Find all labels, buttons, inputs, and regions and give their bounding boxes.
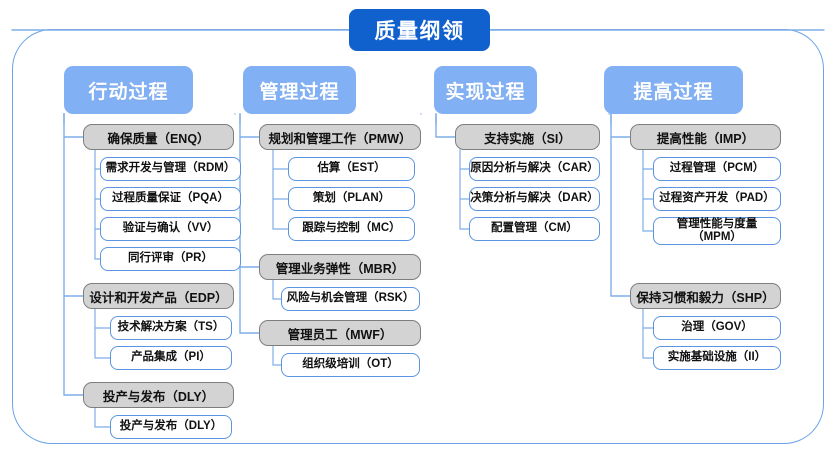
group-label: 保持习惯和毅力（SHP） xyxy=(636,290,775,305)
leaf-box[interactable]: 同行评审（PR） xyxy=(100,247,241,271)
column-header-3[interactable]: 提高过程 xyxy=(604,66,743,114)
group-label: 规划和管理工作（PMW） xyxy=(268,131,412,146)
group-box[interactable]: 管理业务弹性（MBR） xyxy=(259,254,421,280)
leaf-label: 跟踪与控制（MC） xyxy=(302,222,401,235)
leaf-label: 配置管理（CM） xyxy=(491,222,578,235)
leaf-box[interactable]: 策划（PLAN） xyxy=(288,187,415,211)
column-header-0[interactable]: 行动过程 xyxy=(64,66,193,114)
group-box[interactable]: 支持实施（SI） xyxy=(455,124,600,150)
leaf-box[interactable]: 产品集成（PI） xyxy=(110,346,232,370)
group-label: 提高性能（IMP） xyxy=(656,131,755,146)
leaf-label: 策划（PLAN） xyxy=(312,192,391,205)
leaf-label: 需求开发与管理（RDM） xyxy=(105,162,236,175)
leaf-label: 风险与机会管理（RSK） xyxy=(286,292,415,305)
leaf-label: 同行评审（PR） xyxy=(128,252,213,265)
leaf-label: 实施基础设施（II） xyxy=(667,351,767,364)
leaf-box[interactable]: 过程管理（PCM） xyxy=(653,157,781,181)
column-header-label: 管理过程 xyxy=(259,81,340,103)
group-label: 确保质量（ENQ） xyxy=(107,131,210,146)
leaf-box[interactable]: 验证与确认（VV） xyxy=(100,217,241,241)
leaf-label: 决策分析与解决（DAR） xyxy=(470,192,599,205)
leaf-label: 投产与发布（DLY） xyxy=(119,420,223,433)
leaf-box[interactable]: 配置管理（CM） xyxy=(469,217,600,241)
leaf-box[interactable]: 跟踪与控制（MC） xyxy=(288,217,415,241)
group-box[interactable]: 设计和开发产品（EDP） xyxy=(83,283,234,309)
group-box[interactable]: 提高性能（IMP） xyxy=(630,124,781,150)
leaf-label: 验证与确认（VV） xyxy=(122,222,219,235)
leaf-label: 组织级培训（OT） xyxy=(302,358,399,371)
group-box[interactable]: 投产与发布（DLY） xyxy=(83,382,234,408)
column-header-label: 提高过程 xyxy=(633,81,714,103)
leaf-label: 产品集成（PI） xyxy=(131,351,211,364)
column-header-label: 行动过程 xyxy=(88,81,169,103)
group-label: 支持实施（SI） xyxy=(484,131,571,146)
leaf-label: 治理（GOV） xyxy=(681,321,753,334)
group-label: 设计和开发产品（EDP） xyxy=(89,290,228,305)
leaf-box[interactable]: 实施基础设施（II） xyxy=(653,346,781,370)
leaf-box[interactable]: 技术解决方案（TS） xyxy=(110,316,232,340)
leaf-box[interactable]: 管理性能与度量 （MPM） xyxy=(653,217,781,245)
root-title-label: 质量纲领 xyxy=(374,20,465,43)
group-box[interactable]: 管理员工（MWF） xyxy=(259,320,421,346)
column-header-label: 实现过程 xyxy=(445,81,526,103)
leaf-label: 过程质量保证（PQA） xyxy=(112,192,229,205)
leaf-label: 估算（EST） xyxy=(317,162,386,175)
leaf-box[interactable]: 需求开发与管理（RDM） xyxy=(100,157,241,181)
leaf-box[interactable]: 原因分析与解决（CAR） xyxy=(469,157,600,181)
leaf-box[interactable]: 风险与机会管理（RSK） xyxy=(281,287,420,311)
leaf-label: 管理性能与度量 （MPM） xyxy=(676,217,758,243)
leaf-label: 过程管理（PCM） xyxy=(669,162,765,175)
leaf-box[interactable]: 治理（GOV） xyxy=(653,316,781,340)
column-header-2[interactable]: 实现过程 xyxy=(434,66,537,114)
column-header-1[interactable]: 管理过程 xyxy=(243,66,356,114)
leaf-box[interactable]: 决策分析与解决（DAR） xyxy=(469,187,600,211)
leaf-label: 过程资产开发（PAD） xyxy=(659,192,775,205)
group-label: 管理业务弹性（MBR） xyxy=(275,261,405,276)
leaf-label: 技术解决方案（TS） xyxy=(117,321,225,334)
leaf-box[interactable]: 组织级培训（OT） xyxy=(281,353,420,377)
leaf-box[interactable]: 过程资产开发（PAD） xyxy=(653,187,781,211)
group-box[interactable]: 规划和管理工作（PMW） xyxy=(259,124,421,150)
group-box[interactable]: 确保质量（ENQ） xyxy=(83,124,234,150)
group-box[interactable]: 保持习惯和毅力（SHP） xyxy=(630,283,781,309)
leaf-box[interactable]: 过程质量保证（PQA） xyxy=(100,187,241,211)
leaf-box[interactable]: 投产与发布（DLY） xyxy=(110,415,232,439)
group-label: 投产与发布（DLY） xyxy=(102,389,215,404)
group-label: 管理员工（MWF） xyxy=(287,327,393,342)
root-title-box: 质量纲领 xyxy=(349,9,490,51)
leaf-box[interactable]: 估算（EST） xyxy=(288,157,415,181)
leaf-label: 原因分析与解决（CAR） xyxy=(470,162,599,175)
